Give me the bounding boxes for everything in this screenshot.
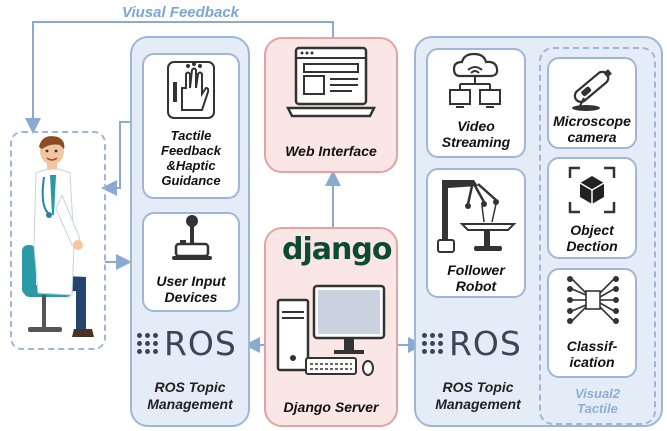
video-streaming-label: Video Streaming bbox=[441, 118, 511, 150]
right-topic-label: ROS Topic Management bbox=[435, 379, 521, 412]
microscope-camera-label: Microscope camera bbox=[553, 113, 631, 145]
user-input-card bbox=[142, 212, 240, 312]
microscope-camera-icon bbox=[572, 69, 612, 111]
django-server-label: Django Server bbox=[283, 399, 379, 415]
joystick-icon bbox=[172, 215, 212, 260]
object-detection-icon bbox=[568, 166, 616, 214]
tactile-feedback-label: Tactile Feedback &Haptic Guidance bbox=[161, 128, 221, 188]
cloud-streaming-icon bbox=[449, 52, 501, 108]
visual-feedback-title: Viusal Feedback bbox=[122, 4, 239, 21]
doctor-icon bbox=[22, 136, 94, 337]
ros-logo-left-text: ROS bbox=[164, 324, 237, 363]
ros-dots-icon bbox=[422, 333, 443, 354]
haptic-glove-icon bbox=[167, 61, 215, 119]
ros-logo-right: ROS bbox=[422, 324, 522, 363]
visual-feedback-arrow bbox=[25, 21, 334, 134]
laptop-icon bbox=[286, 46, 376, 118]
django-logo: django bbox=[282, 232, 392, 267]
object-detection-label: Object Dection bbox=[566, 222, 618, 254]
visual2tactile-title: Visual2 Tactile bbox=[574, 386, 621, 416]
classification-card bbox=[547, 268, 637, 378]
follower-robot-label: Follower Robot bbox=[447, 262, 505, 294]
classification-network-icon bbox=[567, 276, 619, 324]
ros-logo-right-text: ROS bbox=[449, 324, 522, 363]
operator-area bbox=[10, 131, 106, 350]
object-detection-card bbox=[547, 157, 637, 259]
web-interface-label: Web Interface bbox=[285, 143, 377, 159]
visual2tactile-group bbox=[539, 47, 656, 425]
server-computer-icon bbox=[276, 284, 386, 376]
microscope-camera-card bbox=[547, 57, 637, 149]
classification-label: Classif- ication bbox=[566, 338, 618, 370]
surgical-robot-icon bbox=[437, 180, 517, 253]
ros-logo-left: ROS bbox=[137, 324, 237, 363]
ros-dots-icon bbox=[137, 333, 158, 354]
left-topic-label: ROS Topic Management bbox=[147, 379, 233, 412]
user-input-label: User Input Devices bbox=[156, 273, 226, 305]
